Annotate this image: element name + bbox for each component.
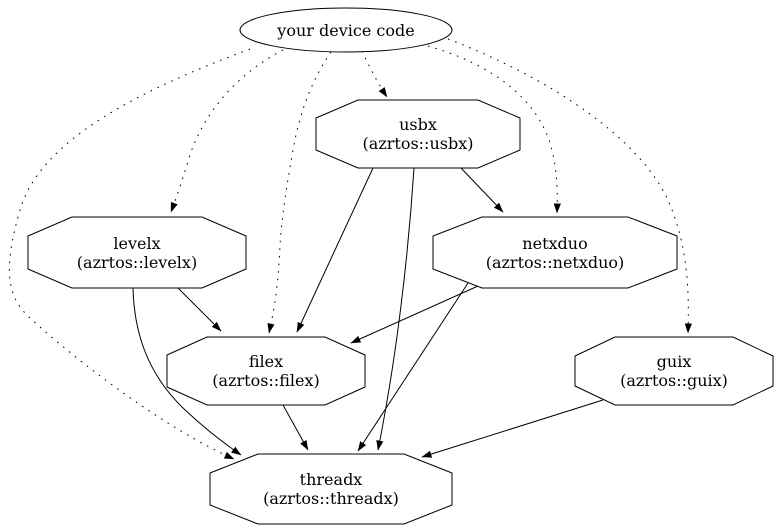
edge-guix-threadx (421, 399, 604, 458)
node-usbx: usbx (azrtos::usbx) (315, 99, 521, 169)
usbx-title: usbx (399, 115, 437, 134)
edge-levelx-filex (177, 287, 222, 332)
guix-subtitle: (azrtos::guix) (620, 371, 728, 390)
usbx-subtitle: (azrtos::usbx) (363, 134, 474, 153)
threadx-octagon (209, 453, 453, 525)
edge-device-filex (267, 51, 332, 334)
levelx-title: levelx (113, 234, 160, 253)
edge-device-threadx (8, 48, 251, 460)
node-netxduo: netxduo (azrtos::netxduo) (432, 216, 678, 289)
filex-title: filex (249, 352, 283, 371)
filex-subtitle: (azrtos::filex) (212, 371, 319, 390)
node-guix: guix (azrtos::guix) (574, 336, 774, 406)
node-levelx: levelx (azrtos::levelx) (27, 216, 247, 289)
guix-title: guix (657, 352, 692, 371)
threadx-subtitle: (azrtos::threadx) (263, 489, 399, 508)
device-label: your device code (276, 21, 414, 40)
edge-usbx-filex (296, 167, 374, 333)
filex-octagon (166, 336, 366, 406)
netxduo-subtitle: (azrtos::netxduo) (486, 253, 625, 272)
usbx-octagon (315, 99, 521, 169)
threadx-title: threadx (300, 470, 363, 489)
edge-usbx-netxduo (460, 167, 504, 213)
netxduo-octagon (432, 216, 678, 289)
device-ellipse (239, 7, 453, 53)
node-filex: filex (azrtos::filex) (166, 336, 366, 406)
edge-device-guix (447, 38, 692, 334)
edge-usbx-threadx (376, 167, 415, 451)
node-device: your device code (239, 7, 453, 53)
edge-levelx-threadx (132, 287, 242, 456)
edge-device-usbx (361, 50, 388, 98)
node-threadx: threadx (azrtos::threadx) (209, 453, 453, 525)
levelx-subtitle: (azrtos::levelx) (77, 253, 197, 272)
edge-device-levelx (170, 49, 284, 213)
levelx-octagon (27, 216, 247, 289)
netxduo-title: netxduo (522, 234, 587, 253)
edge-netxduo-threadx (357, 282, 469, 452)
edge-filex-threadx (282, 404, 309, 451)
edge-netxduo-filex (350, 285, 479, 344)
guix-octagon (574, 336, 774, 406)
